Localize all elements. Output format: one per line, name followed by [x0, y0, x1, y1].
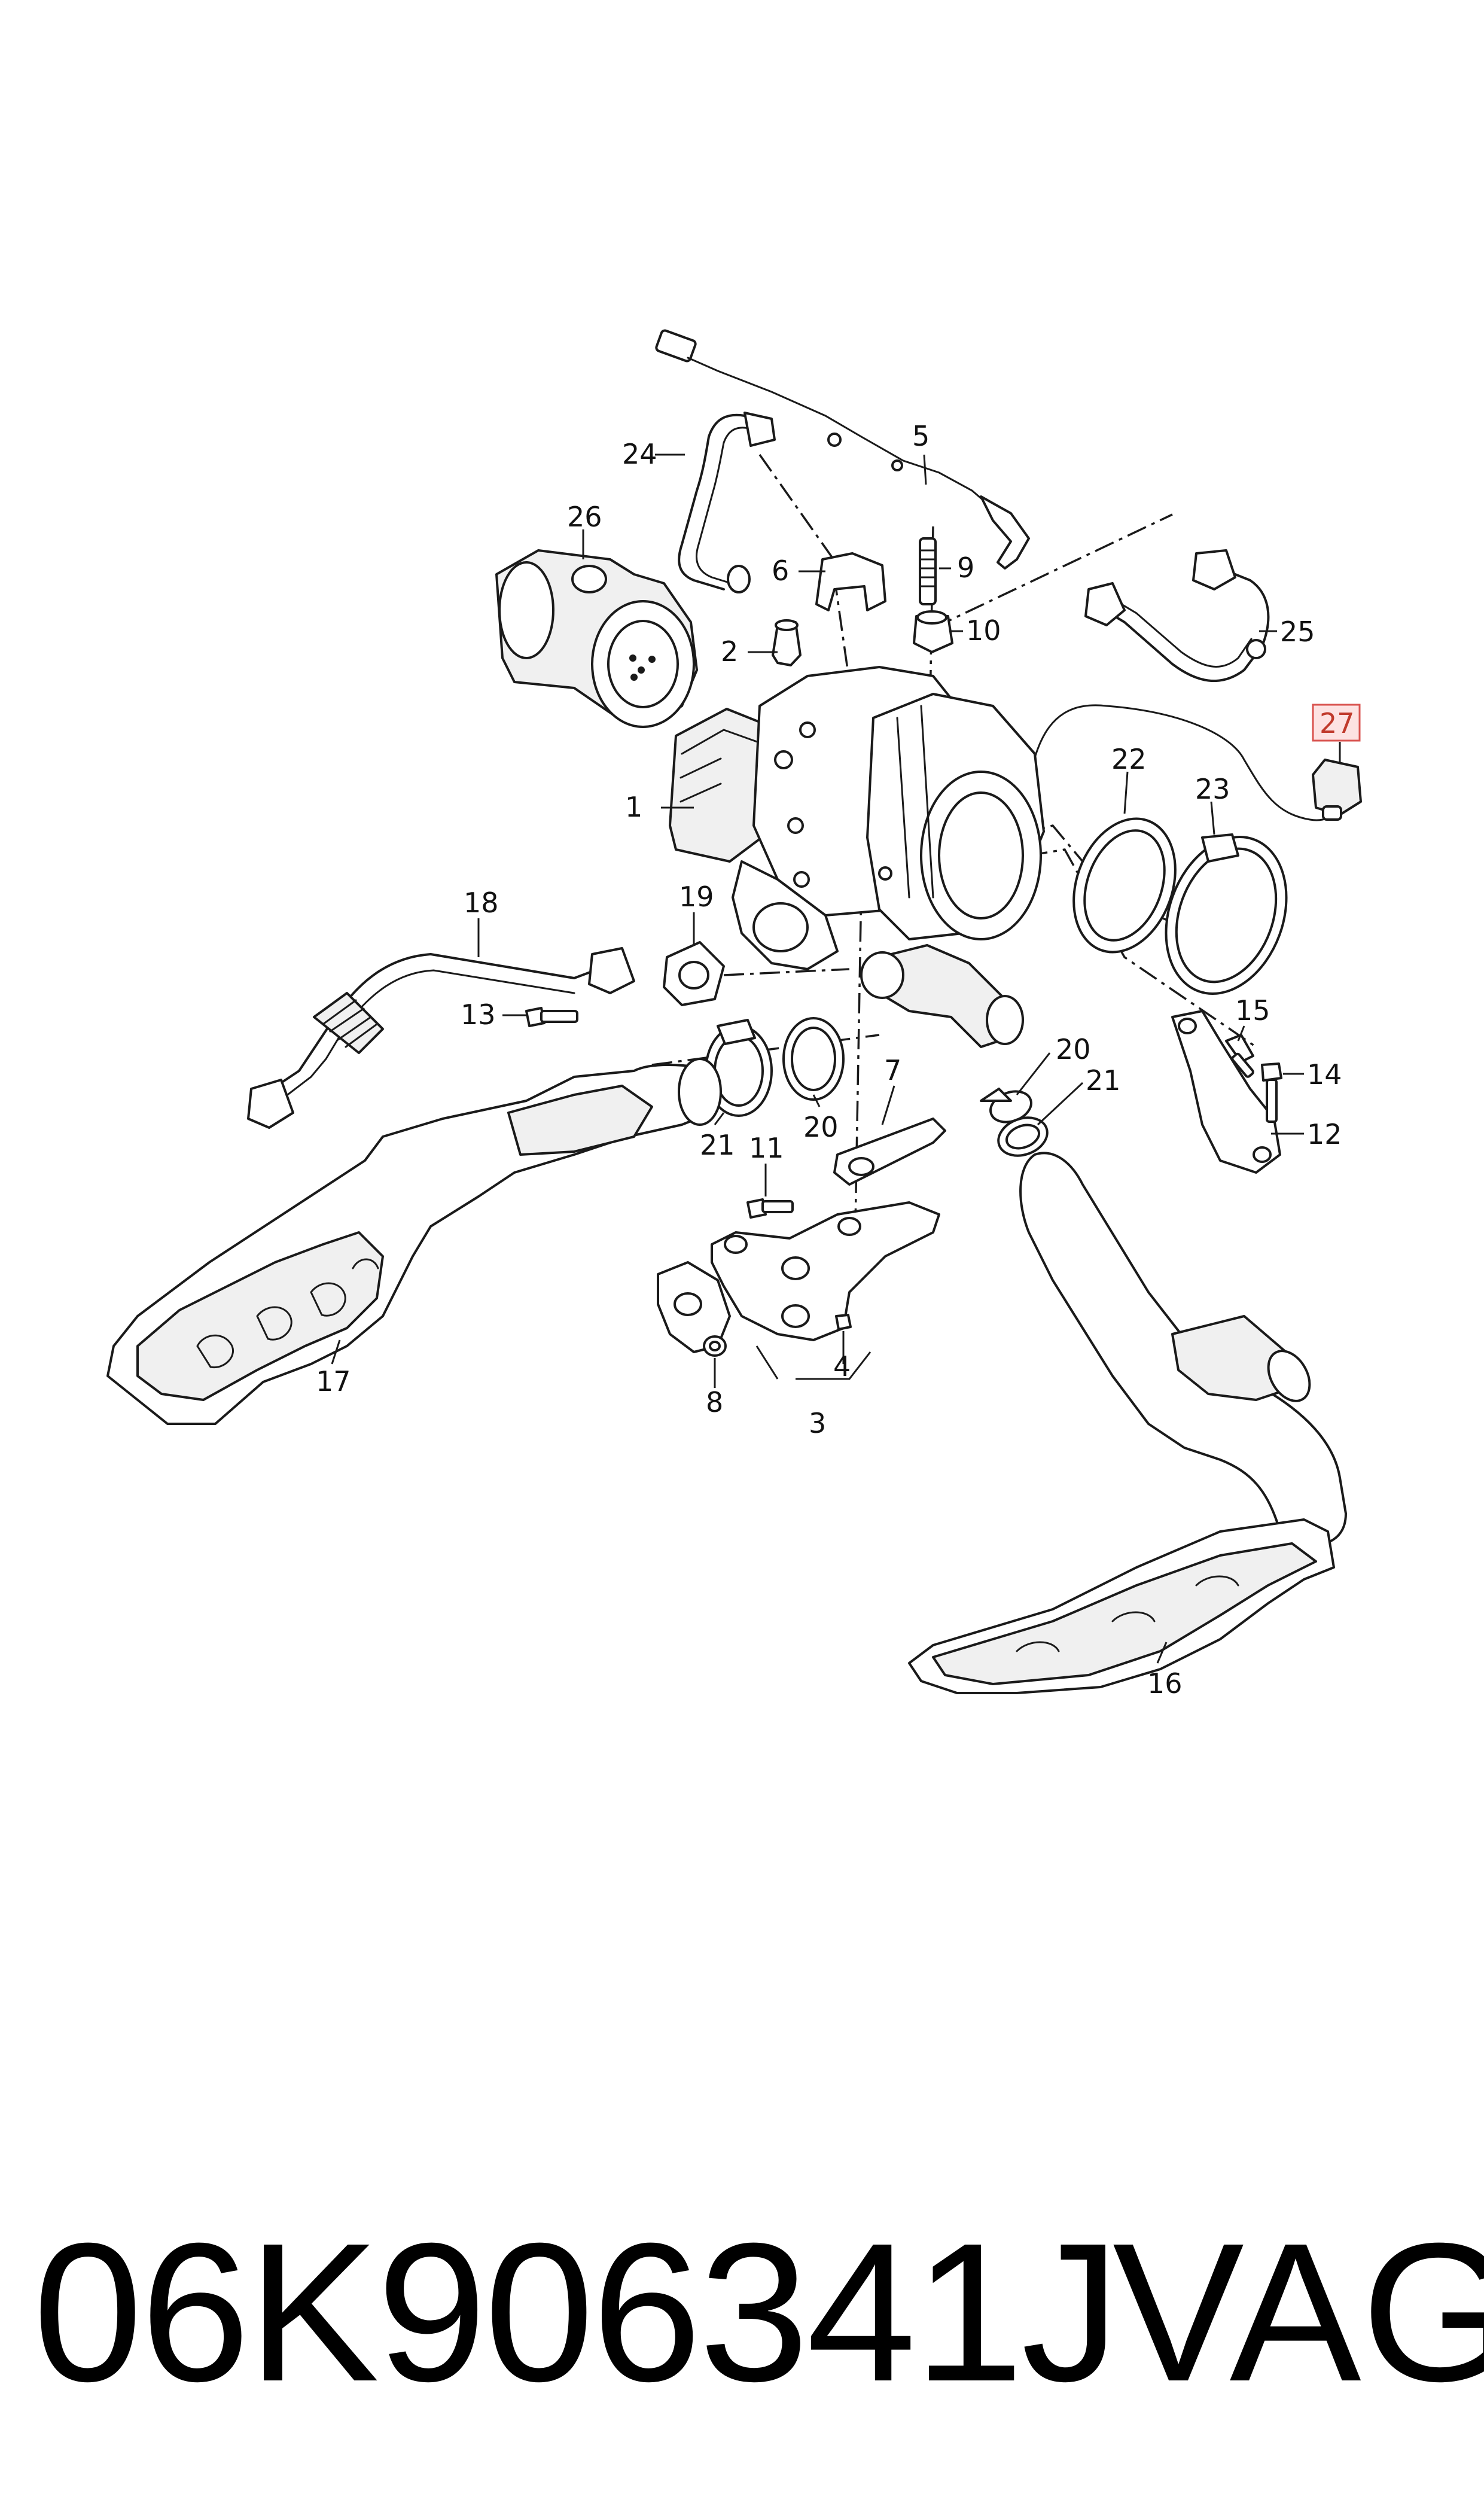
callout-15: 15 [1235, 994, 1270, 1027]
brand-label: VAG [1113, 2202, 1484, 2422]
callout-16: 16 [1147, 1667, 1183, 1700]
exploded-parts-diagram: 1 2 3 4 5 6 7 8 9 10 11 12 13 14 15 16 1… [106, 329, 1362, 1700]
callout-26: 26 [567, 501, 602, 533]
gasket-22 [1072, 817, 1177, 954]
flap-housing-26 [495, 549, 698, 728]
heat-shield-7 [833, 1118, 946, 1186]
callout-27: 27 [1320, 707, 1355, 739]
callout-labels: 1 2 3 4 5 6 7 8 9 10 11 12 13 14 15 16 1… [316, 420, 1361, 1700]
callout-20-left: 20 [803, 1111, 839, 1143]
clamp-21-left [705, 1019, 773, 1117]
callout-7: 7 [884, 1054, 901, 1086]
callout-1: 1 [625, 791, 642, 823]
callout-27-highlighted: 27 [1312, 704, 1361, 742]
callout-12: 12 [1307, 1118, 1342, 1150]
gasket-20-right [980, 1088, 1032, 1123]
callout-22: 22 [1111, 743, 1147, 775]
bracket-12 [1171, 1010, 1281, 1174]
pressure-sensor-27 [1025, 704, 1362, 821]
callout-6: 6 [772, 555, 789, 587]
callout-17: 17 [316, 1365, 351, 1397]
exhaust-manifold-17 [106, 1058, 722, 1425]
callout-20-right: 20 [1056, 1033, 1091, 1065]
callout-4: 4 [833, 1350, 851, 1383]
callout-18: 18 [464, 887, 499, 919]
leader-lines [331, 453, 1341, 1664]
washer-8 [703, 1335, 727, 1357]
bracket-assembly-3 [657, 1201, 940, 1353]
bolt-11 [746, 1198, 794, 1219]
callout-10: 10 [966, 614, 1001, 647]
callout-21-right: 21 [1086, 1064, 1121, 1097]
callout-5: 5 [912, 420, 930, 452]
callout-2: 2 [721, 635, 738, 668]
callout-23: 23 [1195, 773, 1230, 805]
stud-9 [919, 537, 937, 605]
callout-21-left: 21 [700, 1129, 735, 1161]
fitting-2 [772, 619, 802, 666]
bracket-6 [815, 552, 886, 611]
callout-19: 19 [679, 881, 714, 913]
v-band-clamp-23 [1165, 833, 1288, 995]
callout-3: 3 [809, 1407, 826, 1439]
oil-pipe-25 [1084, 549, 1270, 683]
callout-9: 9 [957, 552, 974, 584]
nut-10 [913, 610, 953, 653]
callout-14: 14 [1307, 1058, 1342, 1091]
temperature-sensor-5 [655, 329, 1030, 570]
flange-gasket-19 [663, 941, 725, 1006]
gasket-20-left [782, 1017, 845, 1101]
callout-13: 13 [461, 998, 496, 1031]
callout-25: 25 [1280, 616, 1315, 648]
exhaust-pipe-16 [908, 1152, 1347, 1694]
callout-24: 24 [622, 438, 657, 470]
bolt-15 [1225, 1034, 1254, 1078]
callout-11: 11 [749, 1132, 784, 1164]
part-number: 06K906341J [33, 2202, 1120, 2422]
coolant-pipe-24 [678, 412, 776, 593]
bolt-14 [1261, 1062, 1282, 1123]
clamp-21-right [997, 1116, 1049, 1157]
oil-pipe-18 [247, 947, 635, 1129]
callout-8: 8 [706, 1386, 723, 1418]
nut-4 [835, 1314, 852, 1330]
turbocharger-1 [669, 666, 1045, 1048]
bolt-13 [525, 1007, 578, 1027]
